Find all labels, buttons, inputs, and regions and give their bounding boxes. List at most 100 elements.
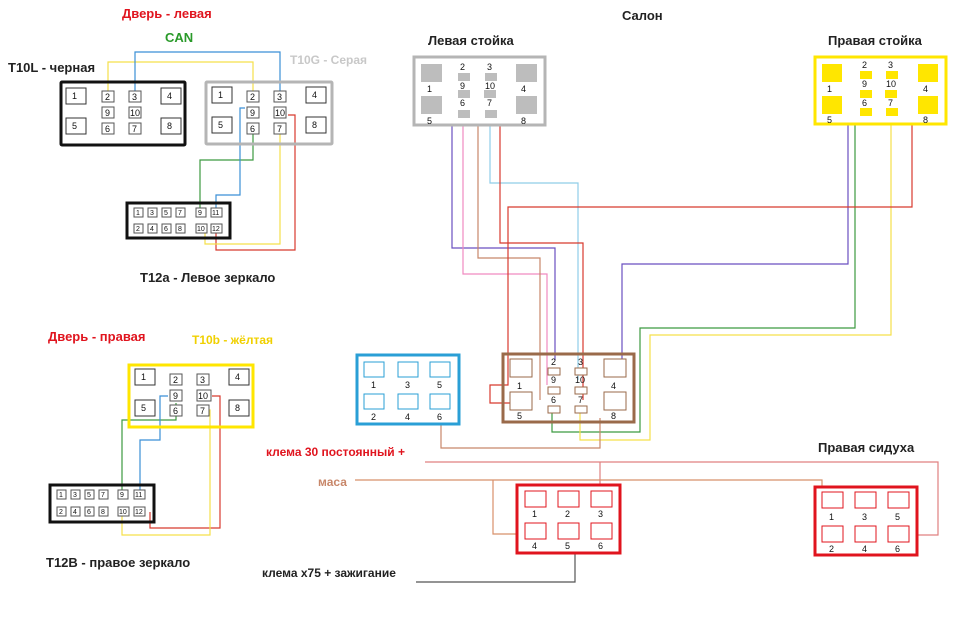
- svg-text:1: 1: [218, 90, 223, 100]
- svg-text:10: 10: [275, 108, 285, 118]
- svg-text:4: 4: [235, 372, 240, 382]
- svg-text:11: 11: [212, 210, 219, 217]
- wire-lightblue-lp-salon: [489, 113, 579, 380]
- svg-text:2: 2: [105, 92, 110, 102]
- t12a-label: T12a - Левое зеркало: [140, 270, 275, 285]
- wire-purple-lp-salon: [451, 100, 556, 360]
- svg-text:3: 3: [598, 509, 603, 519]
- svg-text:6: 6: [862, 98, 867, 108]
- svg-text:9: 9: [173, 391, 178, 401]
- svg-text:3: 3: [150, 210, 154, 217]
- connector-t12b: 1 3 5 7 9 11 2 4 6 8 10 12: [48, 483, 156, 524]
- svg-text:7: 7: [487, 98, 492, 108]
- svg-text:10: 10: [119, 509, 127, 516]
- svg-text:2: 2: [250, 92, 255, 102]
- door-right-label: Дверь - правая: [48, 329, 145, 344]
- svg-text:12: 12: [212, 226, 220, 233]
- svg-text:3: 3: [888, 60, 893, 70]
- svg-text:3: 3: [200, 375, 205, 385]
- svg-text:7: 7: [578, 395, 583, 405]
- svg-text:6: 6: [437, 412, 442, 422]
- svg-text:3: 3: [862, 512, 867, 522]
- wire-yellow-rp-salon: [579, 113, 892, 441]
- svg-text:2: 2: [829, 544, 834, 554]
- wire-purple-rp-salon: [621, 114, 860, 360]
- mass-label: маса: [318, 475, 347, 489]
- svg-text:7: 7: [178, 210, 182, 217]
- svg-text:4: 4: [611, 381, 616, 391]
- svg-text:5: 5: [565, 541, 570, 551]
- connector-right-pillar: 1 4 5 8 2 3 9 10 6 7: [813, 55, 948, 126]
- svg-text:2: 2: [136, 226, 140, 233]
- svg-text:4: 4: [532, 541, 537, 551]
- klema30-label: клема 30 постоянный +: [266, 445, 405, 459]
- connector-right-seat: 1 3 5 2 4 6: [813, 485, 919, 557]
- right-seat-label: Правая сидуха: [818, 440, 915, 455]
- svg-text:8: 8: [521, 116, 526, 126]
- svg-text:8: 8: [923, 115, 928, 125]
- svg-text:8: 8: [101, 509, 105, 516]
- salon-pin-1: 1: [517, 381, 522, 391]
- svg-text:1: 1: [532, 509, 537, 519]
- svg-text:6: 6: [250, 124, 255, 134]
- svg-text:9: 9: [862, 79, 867, 89]
- t10g-label: T10G - Серая: [290, 53, 367, 67]
- t10l-label: T10L - черная: [8, 60, 95, 75]
- svg-text:5: 5: [517, 411, 522, 421]
- svg-text:5: 5: [218, 120, 223, 130]
- svg-text:10: 10: [197, 226, 205, 233]
- connector-t12a: 1 3 5 7 9 11 2 4 6 8 10 12: [125, 201, 232, 240]
- svg-text:10: 10: [198, 391, 208, 401]
- svg-text:4: 4: [862, 544, 867, 554]
- connector-salon: 4 5 8 2 3 9 10 6 7: [501, 352, 636, 424]
- svg-text:6: 6: [105, 124, 110, 134]
- wire-blue-t10b-t12b: [139, 395, 168, 497]
- svg-text:4: 4: [312, 90, 317, 100]
- wire-pink-lp-salon: [462, 113, 548, 385]
- svg-text:3: 3: [487, 62, 492, 72]
- svg-text:10: 10: [130, 108, 140, 118]
- svg-text:10: 10: [886, 79, 896, 89]
- svg-text:10: 10: [575, 375, 585, 385]
- wire-blue-t10l-t10g: [134, 51, 281, 94]
- svg-text:4: 4: [167, 91, 172, 101]
- svg-text:5: 5: [164, 210, 168, 217]
- svg-text:2: 2: [460, 62, 465, 72]
- can-label: CAN: [165, 30, 193, 45]
- svg-text:7: 7: [200, 406, 205, 416]
- wire-red-t10g-t12a: [215, 114, 296, 251]
- svg-text:1: 1: [59, 492, 63, 499]
- connector-t10l: 1 4 5 8 2 3 9 10 6 7: [59, 80, 187, 147]
- svg-text:5: 5: [87, 492, 91, 499]
- svg-text:4: 4: [73, 509, 77, 516]
- svg-text:1: 1: [136, 210, 140, 217]
- svg-text:9: 9: [250, 108, 255, 118]
- svg-text:1: 1: [829, 512, 834, 522]
- svg-text:9: 9: [105, 108, 110, 118]
- svg-text:7: 7: [101, 492, 105, 499]
- svg-text:1: 1: [371, 380, 376, 390]
- wire-green-rp-salon: [551, 112, 866, 433]
- left-pillar-label: Левая стойка: [428, 33, 514, 48]
- svg-text:1: 1: [72, 91, 77, 101]
- wire-klema75: [416, 545, 576, 583]
- svg-text:3: 3: [578, 357, 583, 367]
- svg-text:6: 6: [164, 226, 168, 233]
- svg-text:4: 4: [150, 226, 154, 233]
- wire-yellow-t10l-t10g: [107, 61, 254, 94]
- svg-text:6: 6: [598, 541, 603, 551]
- svg-text:9: 9: [120, 492, 124, 499]
- door-left-label: Дверь - левая: [122, 6, 212, 21]
- svg-text:1: 1: [427, 84, 432, 94]
- svg-text:12: 12: [135, 509, 143, 516]
- svg-text:8: 8: [611, 411, 616, 421]
- svg-text:2: 2: [862, 60, 867, 70]
- connector-left-pillar: 1 4 5 8 2 3 9 10 6 7: [412, 55, 547, 127]
- svg-text:2: 2: [371, 412, 376, 422]
- svg-text:3: 3: [277, 92, 282, 102]
- svg-text:7: 7: [888, 98, 893, 108]
- svg-text:2: 2: [173, 375, 178, 385]
- svg-text:4: 4: [405, 412, 410, 422]
- svg-text:5: 5: [895, 512, 900, 522]
